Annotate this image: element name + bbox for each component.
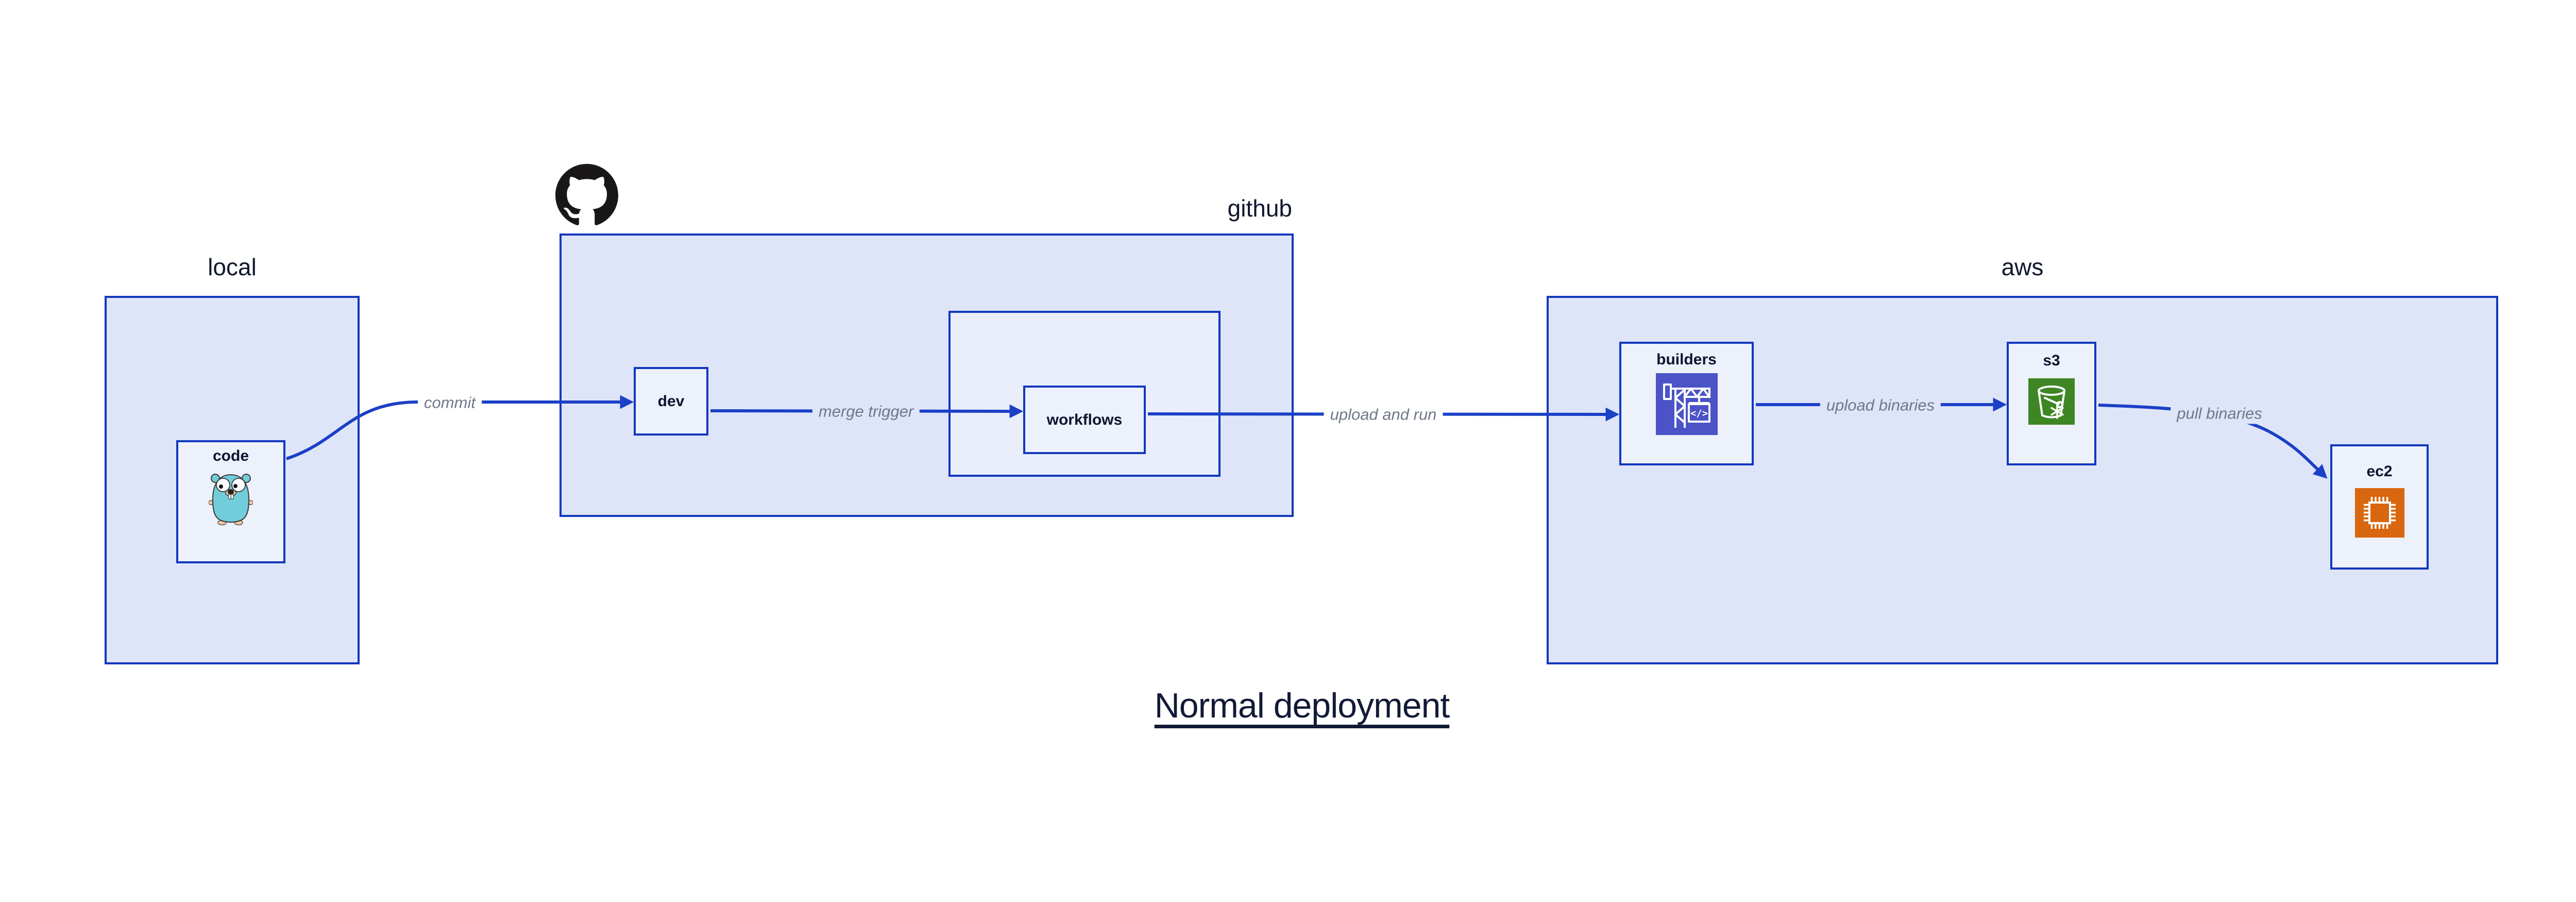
edge-label-merge-trigger: merge trigger (812, 400, 920, 422)
node-workflows-label: workflows (1046, 411, 1123, 428)
github-octocat-icon (555, 164, 618, 225)
node-dev-label: dev (657, 393, 685, 410)
edge-label-upload-binaries: upload binaries (1820, 394, 1941, 416)
node-s3: s3 (2007, 342, 2096, 465)
node-dev: dev (634, 367, 708, 436)
go-gopher-icon (209, 474, 253, 525)
edge-label-upload-and-run: upload and run (1324, 404, 1443, 425)
aws-ec2-icon (2354, 488, 2404, 538)
diagram-title: Normal deployment (1154, 686, 1450, 725)
group-title-aws: aws (2001, 254, 2044, 280)
aws-codebuild-icon: </> (1655, 373, 1718, 435)
node-builders-label: builders (1656, 351, 1717, 368)
edge-label-pull-binaries: pull binaries (2171, 403, 2268, 424)
aws-s3-glacier-icon (2028, 378, 2075, 425)
node-s3-label: s3 (2043, 352, 2060, 369)
node-ec2: ec2 (2330, 444, 2429, 570)
node-workflows: workflows (1023, 386, 1146, 454)
node-code-label: code (212, 447, 249, 464)
group-title-local: local (208, 254, 257, 280)
node-builders: builders </> (1619, 342, 1754, 465)
node-code: code (176, 440, 285, 563)
node-ec2-label: ec2 (2366, 463, 2393, 480)
edge-label-commit: commit (418, 392, 482, 413)
group-title-github: github (1227, 195, 1292, 222)
svg-text:</>: </> (1690, 408, 1707, 419)
